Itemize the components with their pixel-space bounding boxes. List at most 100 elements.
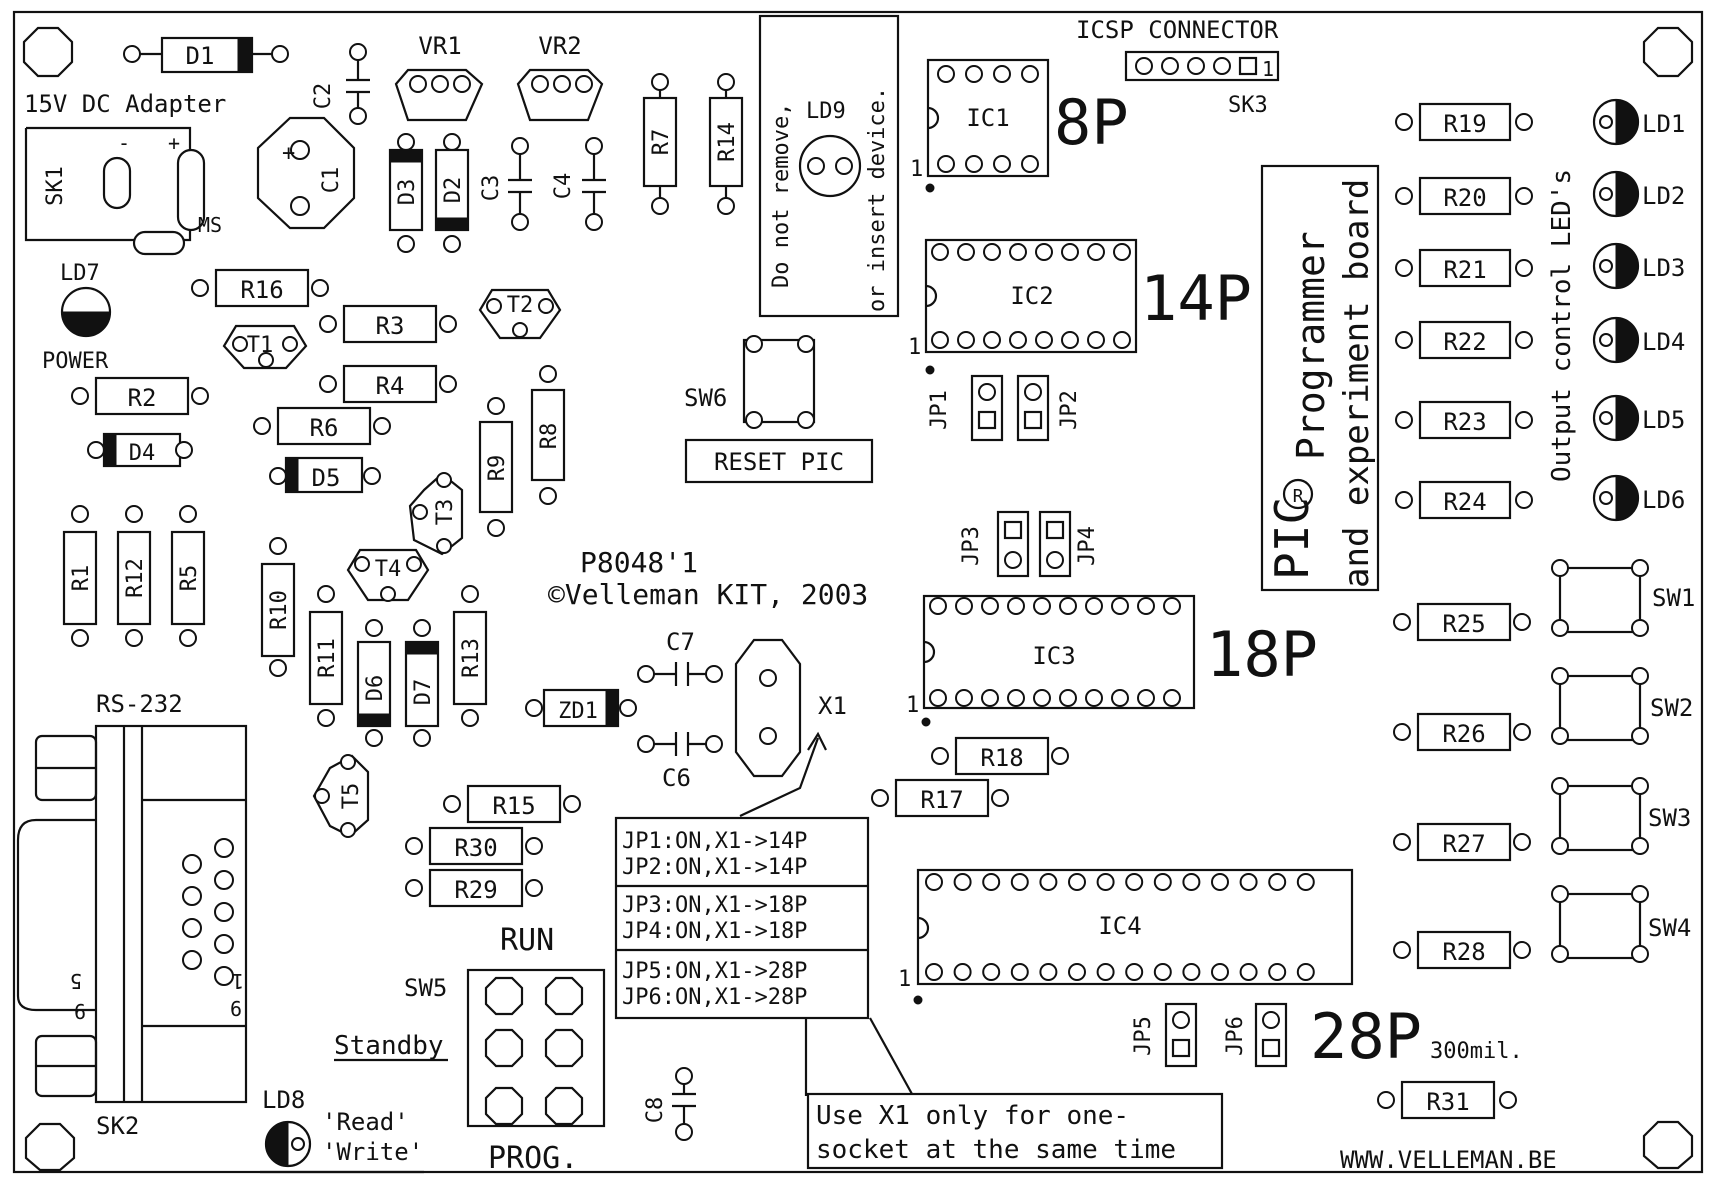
run-label: RUN bbox=[500, 923, 554, 958]
mode-switch-sw5[interactable]: RUN SW5 Standby PROG. bbox=[334, 923, 606, 1176]
jp6-label: JP6 bbox=[1223, 1016, 1248, 1056]
ic4-pad bbox=[925, 873, 943, 891]
resistor-r11: R11 bbox=[308, 585, 344, 727]
jp1-label: JP1 bbox=[927, 390, 952, 430]
resistor-r3: R3 bbox=[319, 304, 457, 344]
resistor-r23: R23 bbox=[1395, 400, 1533, 440]
vr2-label: VR2 bbox=[538, 32, 581, 60]
ld3-label: LD3 bbox=[1642, 254, 1685, 282]
d6-label: D6 bbox=[363, 675, 388, 702]
title-pic: PIC bbox=[1265, 497, 1319, 580]
website: WWW.VELLEMAN.BE bbox=[1340, 1146, 1557, 1174]
ic1-size: 8P bbox=[1054, 86, 1129, 159]
ic4-pad bbox=[1153, 873, 1172, 891]
output-leds: LD1 LD2 LD3 LD4 LD5 LD6 bbox=[1592, 98, 1685, 522]
ic4-pad bbox=[1153, 963, 1172, 981]
c6-label: C6 bbox=[662, 764, 691, 792]
ld9-label: LD9 bbox=[806, 99, 846, 124]
r6-label: R6 bbox=[310, 414, 339, 442]
sk3-label: SK3 bbox=[1228, 93, 1268, 118]
r31-label: R31 bbox=[1426, 1088, 1469, 1116]
board-outline bbox=[12, 10, 1704, 1174]
resistor-r7: R7 bbox=[642, 73, 678, 215]
switch-sw4[interactable]: SW4 bbox=[1551, 885, 1691, 963]
ic3-pin1: 1 bbox=[906, 693, 919, 718]
ic4-size: 28P bbox=[1310, 1000, 1422, 1073]
r15-label: R15 bbox=[492, 792, 535, 820]
ic2-size: 14P bbox=[1140, 262, 1252, 335]
resistor-r30: R30 bbox=[405, 826, 543, 866]
d4-label: D4 bbox=[129, 441, 156, 466]
r27-label: R27 bbox=[1442, 830, 1485, 858]
resistor-r6: R6 bbox=[253, 406, 391, 446]
resistor-r10: R10 bbox=[260, 537, 296, 677]
jp5-label: JP5 bbox=[1131, 1016, 1156, 1056]
led-ld8: LD8 'Read' 'Write' bbox=[260, 1086, 424, 1174]
rs232-connector-sk2: RS-232 5 9 1 6 SK2 bbox=[16, 690, 248, 1140]
t3-label: T3 bbox=[433, 499, 458, 526]
jumper-table: JP1:ON,X1->14P JP2:ON,X1->14P JP3:ON,X1-… bbox=[614, 816, 913, 1096]
ic2-label: IC2 bbox=[1010, 282, 1053, 310]
resistor-r2: R2 bbox=[71, 376, 209, 416]
ic4-pad bbox=[1096, 963, 1115, 981]
ld1-label: LD1 bbox=[1642, 110, 1685, 138]
ic4-pad bbox=[1211, 963, 1229, 981]
registered-mark: R bbox=[1293, 486, 1304, 507]
ic2-pin1: 1 bbox=[908, 335, 921, 360]
ic4-pad bbox=[1125, 873, 1144, 891]
rs232-pin9: 9 bbox=[74, 999, 86, 1023]
r3-label: R3 bbox=[376, 312, 405, 340]
r16-label: R16 bbox=[240, 276, 283, 304]
reset-switch-sw6[interactable]: SW6 RESET PIC bbox=[684, 335, 874, 484]
ic1-pin1: 1 bbox=[910, 157, 923, 182]
jp2-label: JP2 bbox=[1057, 390, 1082, 430]
r13-label: R13 bbox=[459, 638, 484, 678]
r24-label: R24 bbox=[1443, 488, 1486, 516]
ic4-pin1: 1 bbox=[898, 967, 911, 992]
diode-d1: D1 bbox=[123, 36, 289, 74]
jt-row5: JP5:ON,X1->28P bbox=[622, 959, 807, 984]
zd1-label: ZD1 bbox=[558, 699, 598, 724]
jp3-label: JP3 bbox=[959, 526, 984, 566]
resistor-r27: R27 bbox=[1393, 822, 1531, 862]
output-leds-label: Output control LED's bbox=[1547, 169, 1577, 482]
ic4-pad bbox=[1239, 963, 1258, 981]
resistor-r31: R31 bbox=[1377, 1080, 1517, 1120]
rs232-label: RS-232 bbox=[96, 690, 183, 718]
r7-label: R7 bbox=[649, 129, 674, 156]
r11-label: R11 bbox=[315, 638, 340, 678]
ic4-pad bbox=[982, 873, 1001, 891]
switch-sw3[interactable]: SW3 bbox=[1551, 777, 1691, 855]
r2-label: R2 bbox=[128, 384, 157, 412]
ic4-pad bbox=[1125, 963, 1144, 981]
switch-sw2[interactable]: SW2 bbox=[1551, 667, 1693, 745]
led-ld7: LD7 POWER bbox=[42, 261, 112, 374]
connector-sk1: SK1 - + MS bbox=[24, 126, 222, 256]
ld4-label: LD4 bbox=[1642, 328, 1685, 356]
switch-sw1[interactable]: SW1 bbox=[1551, 559, 1695, 637]
switch-resistors: R25 R26 R27 R28 bbox=[1393, 602, 1531, 970]
ic3-label: IC3 bbox=[1032, 642, 1075, 670]
t5-label: T5 bbox=[339, 783, 364, 810]
standby-label: Standby bbox=[334, 1031, 444, 1061]
capacitor-c4: C4 bbox=[551, 137, 606, 231]
r14-label: R14 bbox=[715, 122, 740, 162]
icsp-connector-sk3: ICSP CONNECTOR 1 SK3 bbox=[1076, 16, 1280, 118]
board-copyright: ©Velleman KIT, 2003 bbox=[548, 578, 868, 611]
t2-label: T2 bbox=[507, 293, 534, 318]
ic4-pad bbox=[1068, 873, 1086, 891]
sw5-label: SW5 bbox=[404, 974, 447, 1002]
c1-plus: + bbox=[282, 141, 295, 166]
ic4-pad bbox=[1296, 963, 1315, 981]
d2-label: D2 bbox=[441, 177, 466, 204]
resistor-r8: R8 bbox=[530, 365, 566, 505]
vr1-label: VR1 bbox=[418, 32, 461, 60]
c8-label: C8 bbox=[643, 1097, 668, 1124]
resistor-r15: R15 bbox=[443, 784, 581, 824]
resistor-r16: R16 bbox=[191, 268, 329, 308]
x1-label: X1 bbox=[818, 692, 847, 720]
r1-label: R1 bbox=[69, 565, 94, 592]
capacitor-c3: C3 bbox=[479, 137, 532, 231]
resistor-r29: R29 bbox=[405, 868, 543, 908]
r28-label: R28 bbox=[1442, 938, 1485, 966]
